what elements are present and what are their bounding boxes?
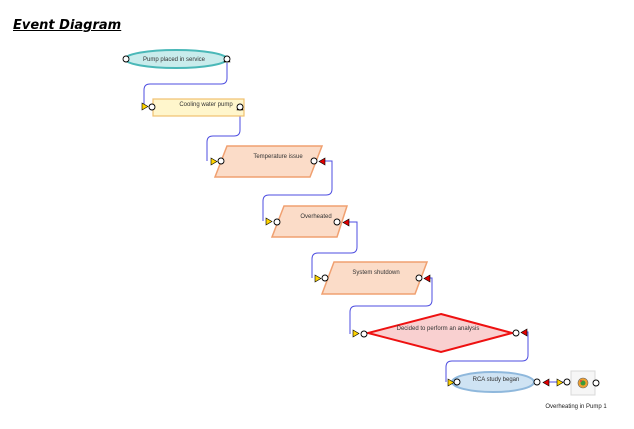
node-overheating-in-pump-1[interactable]: Overheating in Pump 1 [545,370,607,410]
port-in[interactable] [453,378,461,386]
arrow-out-icon [423,274,431,283]
port-out[interactable] [533,378,541,386]
node-label: Pump placed in service [143,57,206,63]
node-label: Temperature issue [253,154,303,160]
node-system-shutdown[interactable]: System shutdown [314,261,431,295]
port-in[interactable] [217,157,225,165]
arrow-in-icon [314,274,322,283]
arrow-in-icon [556,378,564,387]
node-shape [320,261,429,295]
node-rca-study-began[interactable]: RCA study began [447,371,550,393]
arrow-in-icon [265,217,273,226]
node-overheated[interactable]: Overheated [265,205,350,238]
node-pump-placed-in-service[interactable]: Pump placed in service [122,49,231,69]
node-label: RCA study began [473,377,520,383]
arrow-out-icon [520,328,528,337]
node-shape [364,312,516,354]
arrow-out-icon [542,378,550,387]
node-shape [270,205,349,238]
edges [143,63,566,383]
node-temperature-issue[interactable]: Temperature issue [210,145,326,178]
arrow-in-icon [352,329,360,338]
analysis-icon [577,377,589,389]
arrow-in-icon [141,102,149,111]
port-out[interactable] [223,55,231,63]
arrow-out-icon [342,218,350,227]
edge-2 [206,107,241,161]
port-in[interactable] [563,378,571,386]
edge-4 [311,221,358,278]
node-label: Overheated [300,214,331,220]
port-in[interactable] [360,330,368,338]
edge-1 [143,63,228,106]
port-out[interactable] [333,218,341,226]
port-out[interactable] [592,379,600,387]
edge-5 [349,277,433,334]
node-shape [213,145,324,178]
node-caption: Overheating in Pump 1 [545,404,607,410]
port-in[interactable] [321,274,329,282]
node-cooling-water-pump[interactable]: Cooling water pump [141,98,245,117]
node-decided-to-perform-an-analysis[interactable]: Decided to perform an analysis [352,312,528,354]
port-in[interactable] [148,103,156,111]
port-out[interactable] [512,329,520,337]
edge-3 [262,160,333,221]
port-in[interactable] [273,218,281,226]
port-out[interactable] [236,103,244,111]
node-label: Cooling water pump [179,102,233,108]
arrow-out-icon [318,157,326,166]
node-label: System shutdown [352,270,399,276]
edge-6 [445,331,529,382]
page-title: Event Diagram [13,18,122,33]
port-out[interactable] [415,274,423,282]
node-label: Decided to perform an analysis [397,326,480,332]
port-in[interactable] [122,55,130,63]
port-out[interactable] [310,157,318,165]
arrow-in-icon [210,157,218,166]
arrow-in-icon [447,378,455,387]
node-shape [570,370,596,396]
